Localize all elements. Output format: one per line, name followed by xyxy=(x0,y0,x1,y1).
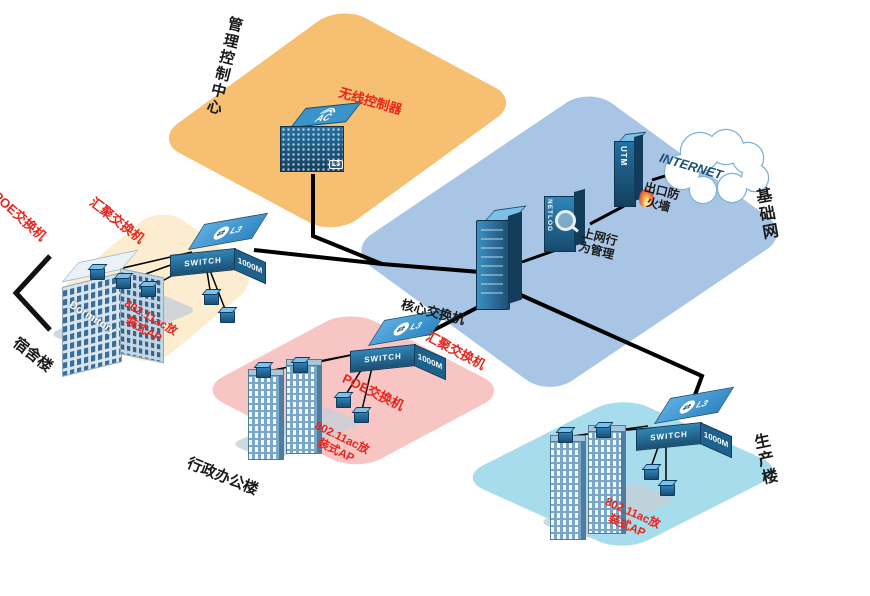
utm-device-name: UTM xyxy=(619,146,628,167)
switch-front-label: SWITCH xyxy=(170,248,236,277)
wire-ac-to-core xyxy=(311,174,383,266)
ac-top-face: AC xyxy=(290,102,362,128)
switch-l3-badge: L3 xyxy=(227,224,245,236)
utm-firewall-device: UTM xyxy=(614,131,656,210)
ap-cube-admin-1 xyxy=(256,366,271,378)
ap-cube-dorm-5 xyxy=(220,311,235,323)
wire-dorm-switch-to-core xyxy=(253,248,481,274)
core-switch-device xyxy=(476,205,528,310)
dormitory-aggregation-switch: ⇄ L3 SWITCH 1000M xyxy=(170,212,269,285)
switch-l3-badge: L3 xyxy=(693,398,711,410)
wire-cloud-to-utm xyxy=(651,174,666,182)
ap-cube-prod-3 xyxy=(644,468,659,480)
wireless-arcs-icon xyxy=(320,107,336,115)
production-tower-1 xyxy=(550,435,586,540)
netlog-device: NETLOG xyxy=(544,188,590,252)
wire-utm-to-netlog xyxy=(589,204,625,226)
ap-cube-prod-4 xyxy=(660,484,675,496)
dormitory-building: Dormitory xyxy=(61,249,174,377)
ap-cube-admin-2 xyxy=(293,361,308,373)
ac-front-face xyxy=(280,126,344,172)
ap-cube-dorm-4 xyxy=(204,293,219,305)
wire-netlog-to-core xyxy=(521,248,557,264)
wire-core-to-prod-switch xyxy=(513,290,705,415)
magnifier-icon xyxy=(555,210,576,231)
ap-cube-dorm-2 xyxy=(116,277,131,289)
production-aggregation-switch: ⇄ L3 SWITCH 1000M xyxy=(636,386,735,459)
switch-l3-badge: L3 xyxy=(407,320,425,332)
ap-cube-admin-4 xyxy=(354,411,369,423)
ap-cube-dorm-3 xyxy=(141,285,156,297)
ap-cube-admin-3 xyxy=(336,396,351,408)
chevron-artifact xyxy=(12,254,52,332)
ap-cube-prod-1 xyxy=(558,431,573,443)
switch-front-label: SWITCH xyxy=(636,422,702,451)
internet-cloud-icon xyxy=(663,128,770,205)
production-towers xyxy=(548,425,643,552)
ac-l3-badge: L3 xyxy=(328,160,343,169)
ap-cube-dorm-1 xyxy=(90,268,105,280)
switch-front-label: SWITCH xyxy=(350,344,416,373)
core-switch-front-face xyxy=(476,220,510,310)
ap-cube-prod-2 xyxy=(596,426,611,438)
admin-tower-1 xyxy=(248,369,284,460)
core-switch-side-face xyxy=(508,211,522,304)
wireless-ac-controller-device: AC L3 xyxy=(280,102,362,172)
netlog-device-name: NETLOG xyxy=(546,199,553,233)
